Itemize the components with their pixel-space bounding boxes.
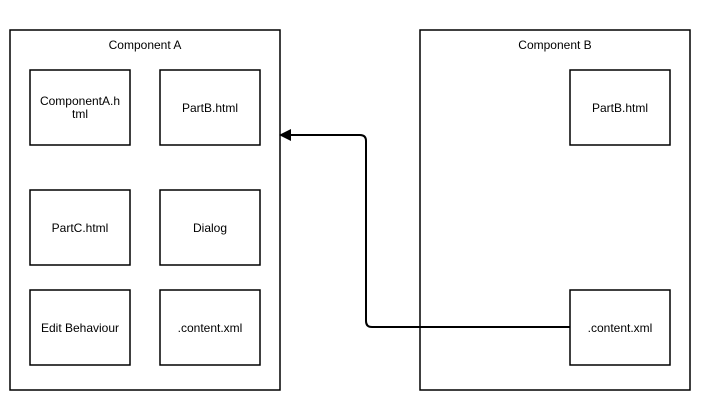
content-xml-b-box	[569, 289, 671, 366]
partb-html-b-label: PartB.html	[592, 101, 648, 115]
partb-html-a-box	[159, 69, 261, 146]
dialog-box	[159, 189, 261, 266]
component-a-html-label-line-2: tml	[72, 107, 88, 121]
partc-html-box	[29, 189, 131, 266]
edit-behaviour-box	[29, 289, 131, 366]
component-a-title: Component A	[109, 38, 182, 52]
partb-html-a-label: PartB.html	[182, 101, 238, 115]
content-xml-to-component-a-arrow	[279, 129, 570, 328]
component-b-group: Component B PartB.html .content.xml	[419, 29, 691, 391]
partb-html-b-box	[569, 69, 671, 146]
component-b-title: Component B	[518, 38, 591, 52]
dialog-label: Dialog	[193, 221, 227, 235]
component-a-html-label-line-1: ComponentA.h	[40, 94, 120, 108]
content-xml-b-label: .content.xml	[588, 321, 653, 335]
component-a-group: Component A ComponentA.h tml PartB.html …	[9, 29, 281, 391]
edit-behaviour-label: Edit Behaviour	[41, 321, 119, 335]
content-xml-a-label: .content.xml	[178, 321, 243, 335]
component-a-html-box	[29, 69, 131, 146]
content-xml-a-box	[159, 289, 261, 366]
partc-html-label: PartC.html	[52, 221, 109, 235]
